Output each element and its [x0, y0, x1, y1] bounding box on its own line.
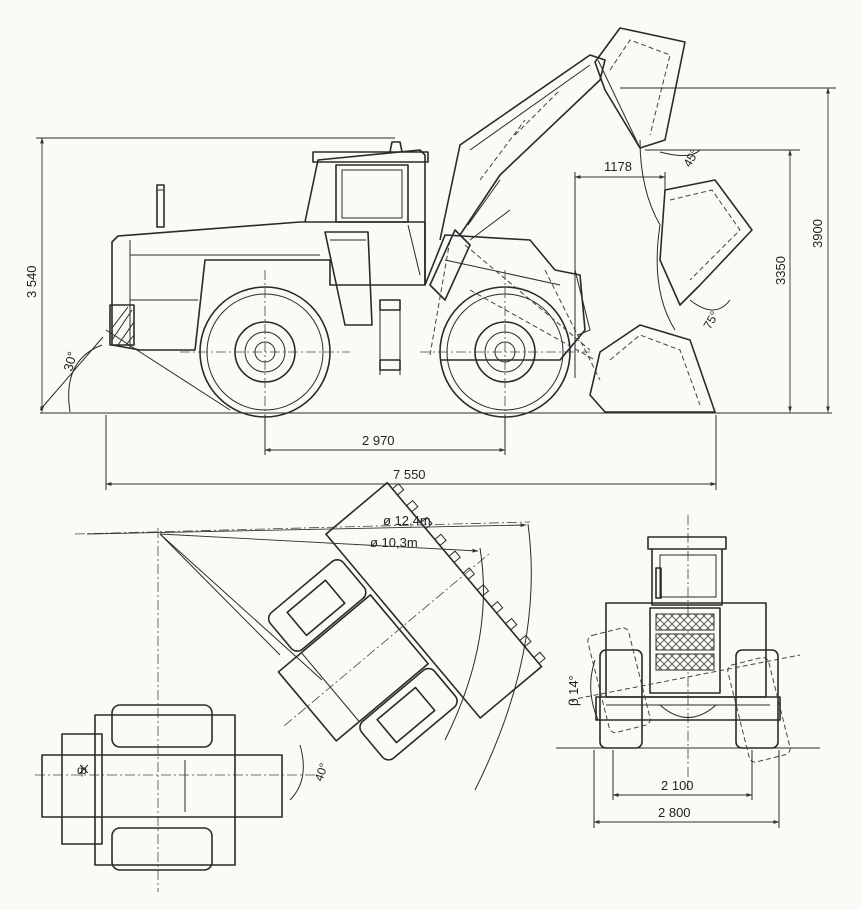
- loader-frame: [424, 54, 606, 381]
- top-view: ø 12,4m ø 10,3m ф: [35, 481, 546, 892]
- rear-body: [105, 184, 426, 411]
- oscillation-arc: [590, 659, 599, 721]
- dim-wheelbase: 2 970: [362, 433, 395, 448]
- front-view: β 14° 2 100 2 800: [556, 515, 820, 828]
- front-left-wheel: [599, 649, 643, 749]
- oscillated-wheels: [569, 627, 801, 763]
- front-frame-top: [267, 481, 546, 761]
- svg-text:ф: ф: [77, 763, 87, 777]
- rear-frame-top: ф: [41, 704, 283, 871]
- dim-width: 2 800: [658, 805, 691, 820]
- front-radiator: [649, 607, 721, 694]
- rollback-arc: [659, 149, 701, 156]
- front-axle: [595, 696, 781, 721]
- bucket-raised: [594, 27, 686, 149]
- dim-length: 7 550: [393, 467, 426, 482]
- dim-track: 2 100: [661, 778, 694, 793]
- bucket-dump: [659, 179, 753, 306]
- approach-line: [39, 336, 104, 411]
- dim-dump-height: 3350: [773, 256, 788, 285]
- dim-max-height: 3900: [810, 219, 825, 248]
- front-cab-roof: [647, 536, 727, 550]
- front-cab: [651, 549, 723, 606]
- dim-reach: 1178: [604, 159, 632, 174]
- cab: [304, 141, 429, 285]
- front-fender: [324, 231, 401, 375]
- bucket-path-arc: [639, 139, 676, 331]
- side-view: 30° 3 540 2 970 7 550 1178 3350 3900 45°: [24, 27, 836, 490]
- front-right-wheel: [735, 649, 779, 749]
- radius-outer: ø 12,4m: [383, 513, 431, 528]
- dump-arc: [689, 299, 731, 311]
- angle-oscillation: β 14°: [566, 675, 581, 706]
- articulation-arc: [289, 744, 304, 801]
- angle-dump: 75°: [700, 309, 721, 332]
- dim-height-total: 3 540: [24, 265, 39, 298]
- approach-arc: [68, 344, 103, 413]
- arc-inner: [444, 547, 484, 741]
- angle-approach: 30°: [60, 350, 80, 373]
- arc-outer: [474, 523, 532, 791]
- angle-articulation: 40°: [312, 761, 331, 783]
- bucket-ground: [589, 324, 716, 413]
- radius-inner: ø 10,3m: [370, 535, 418, 550]
